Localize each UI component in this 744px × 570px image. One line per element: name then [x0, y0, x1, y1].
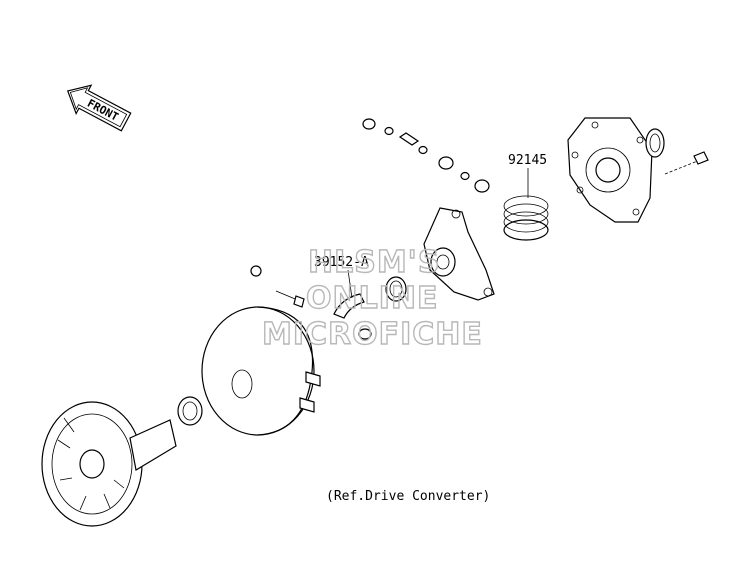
small-nut: [250, 265, 262, 277]
sheave-bushing: [177, 396, 203, 426]
cover-bolt: [664, 151, 709, 175]
reference-note: (Ref.Drive Converter): [326, 489, 490, 504]
driven-cover-plate: [567, 117, 653, 223]
movable-sheave: [201, 306, 321, 436]
spider-assembly: [423, 207, 495, 301]
svg-text:ONLINE: ONLINE: [306, 281, 439, 316]
fixed-sheave: [41, 401, 177, 527]
roller-pin-set: [362, 118, 490, 193]
pin-bolts: [275, 290, 372, 340]
weight-leader: [347, 269, 353, 299]
bushing-ring: [645, 128, 665, 158]
weight-part: [333, 293, 365, 319]
shim-washer: [385, 276, 407, 302]
watermark: HLSM'S ONLINE MICROFICHE: [261, 244, 483, 352]
spring-part: [503, 195, 549, 241]
callout-39152-a: 39152-A: [314, 255, 369, 270]
callout-92145: 92145: [508, 153, 547, 168]
svg-text:HLSM'S: HLSM'S: [308, 245, 440, 280]
svg-text:MICROFICHE: MICROFICHE: [262, 317, 483, 352]
front-arrow-icon: FRONT: [66, 84, 132, 132]
